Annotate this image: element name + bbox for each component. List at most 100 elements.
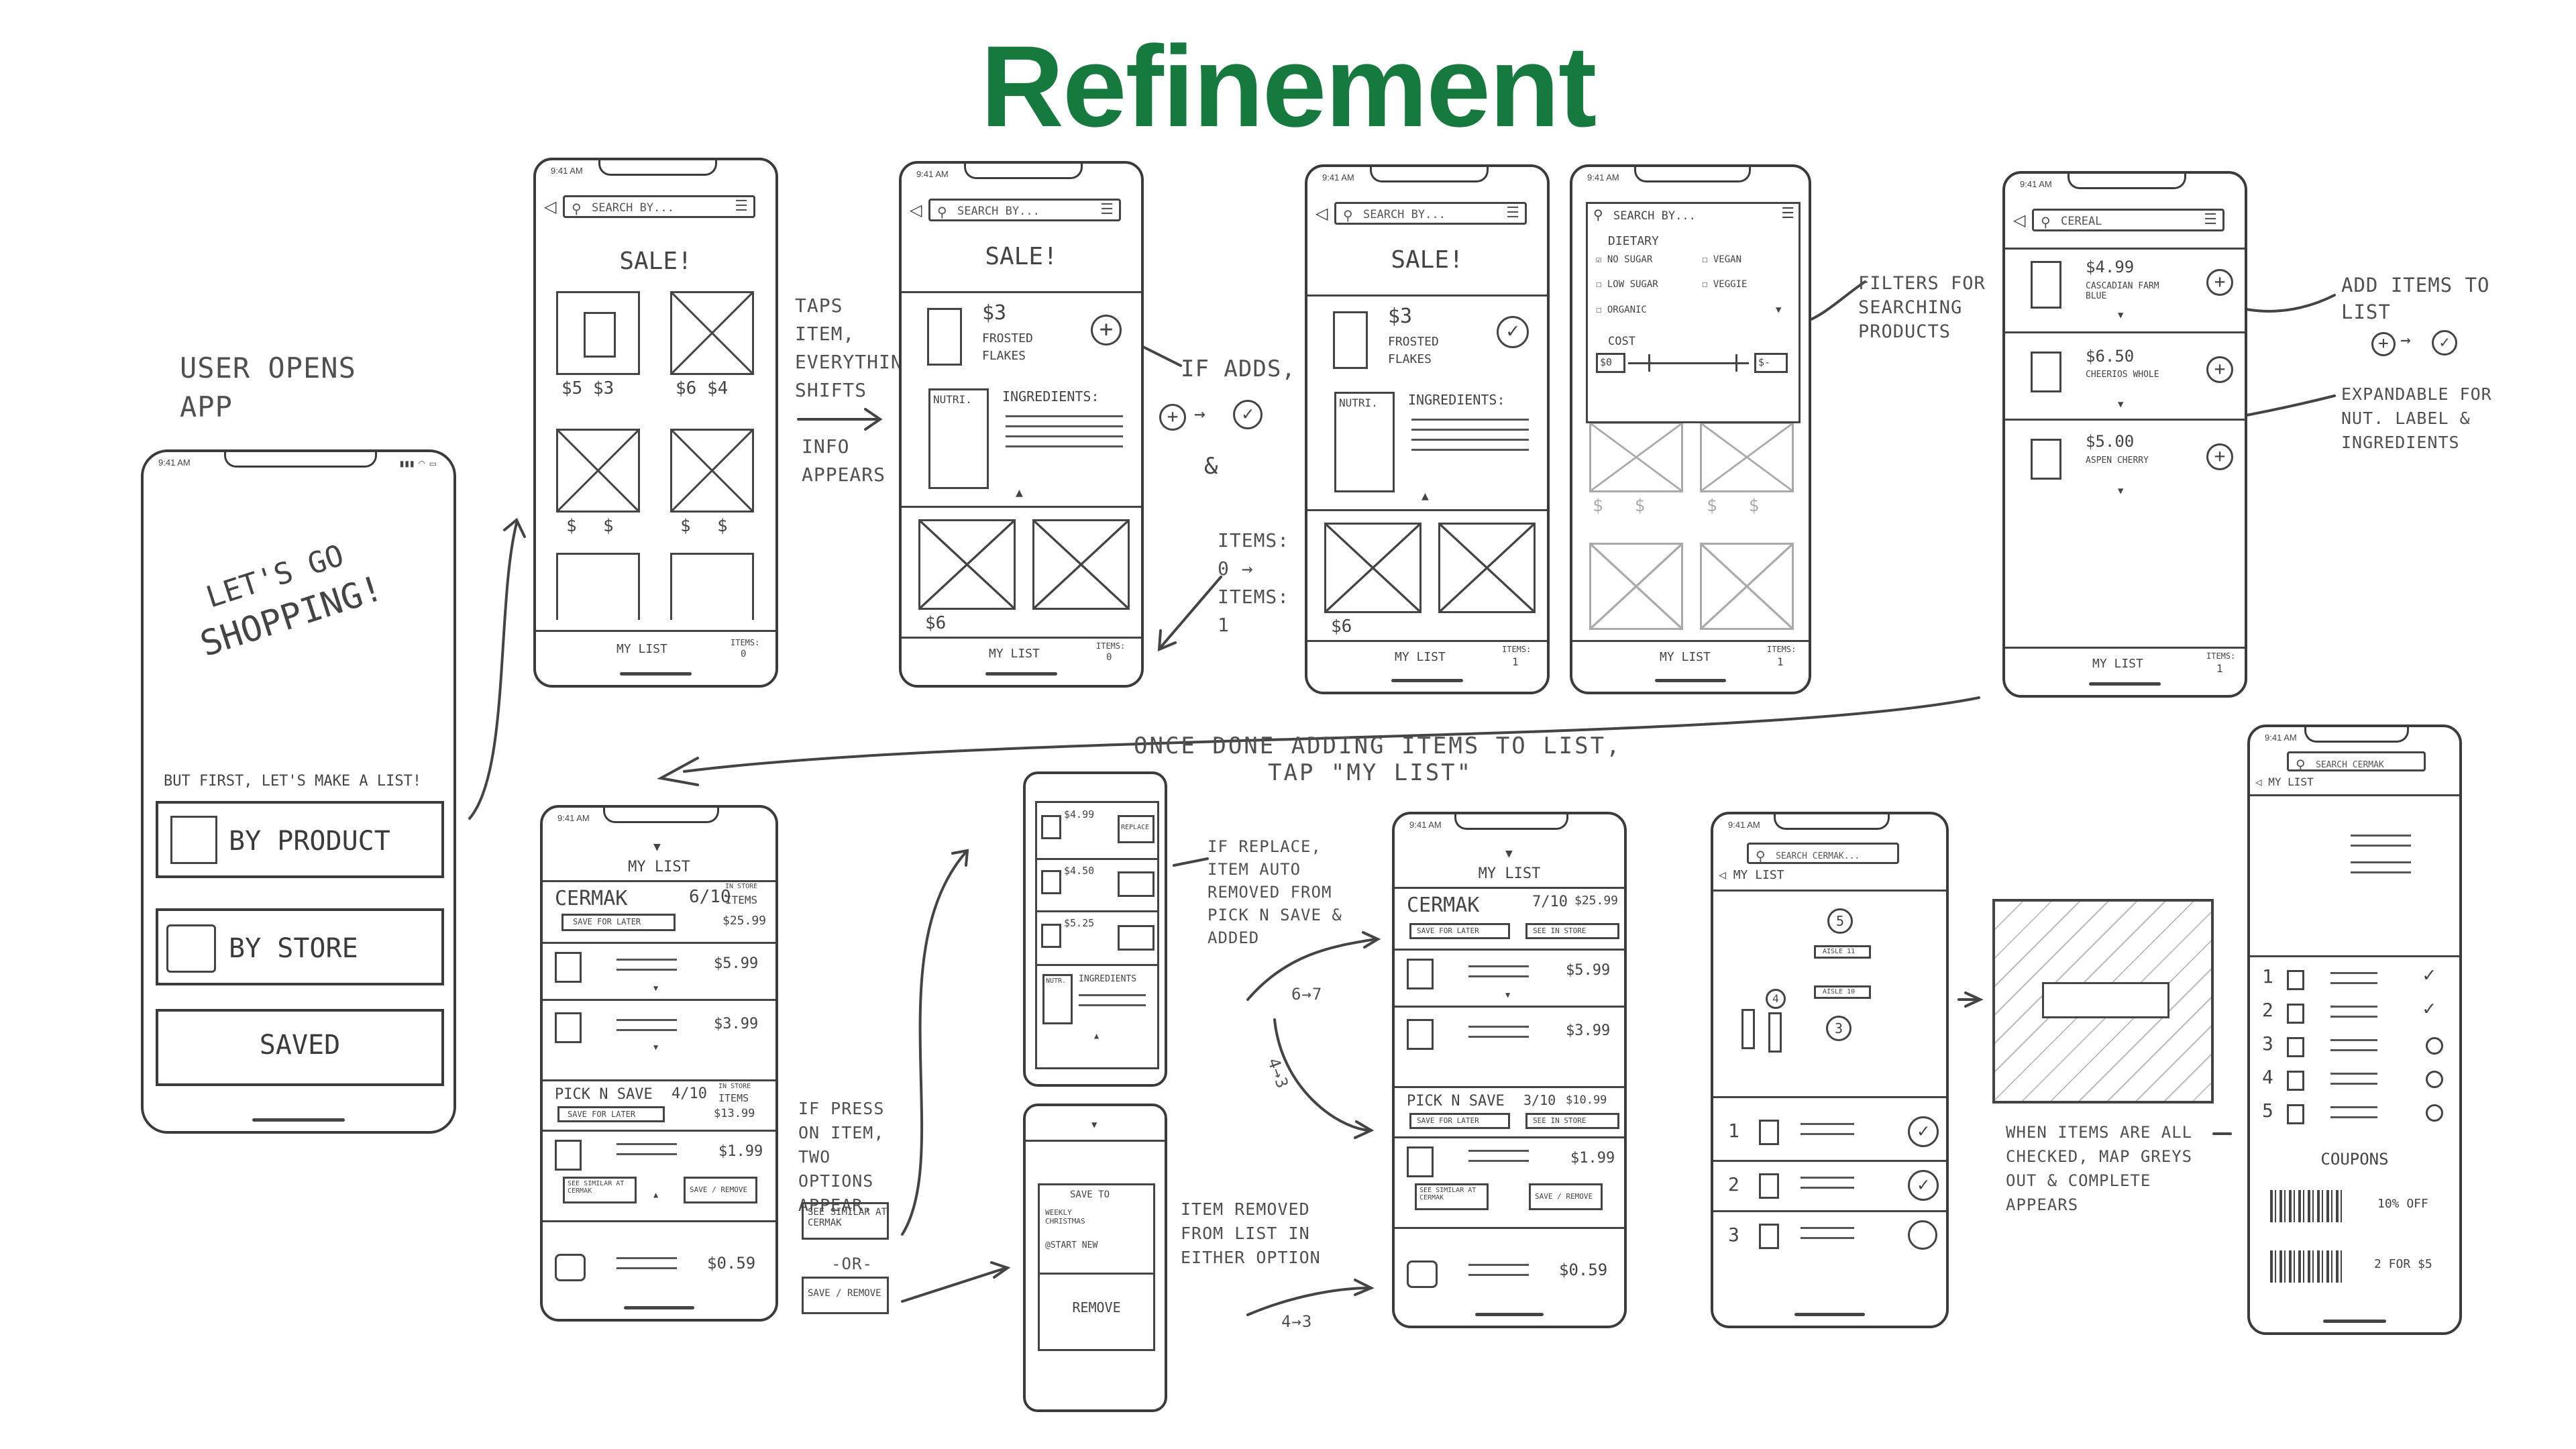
add-circle-icon[interactable]: + xyxy=(2206,443,2233,470)
item-price: $1.99 xyxy=(718,1143,763,1160)
slider-handle[interactable] xyxy=(1735,354,1737,372)
back-arrow-icon[interactable]: ◁ xyxy=(544,197,557,216)
check-circle-icon[interactable]: ✓ xyxy=(1497,316,1529,348)
chevron-down-icon[interactable]: ▼ xyxy=(1091,1120,1097,1130)
unchecked-circle-icon[interactable] xyxy=(2426,1104,2443,1122)
check-icon[interactable]: ✓ xyxy=(2423,963,2436,987)
see-in-store-button[interactable]: See in store xyxy=(1525,1113,1619,1129)
nutrition-label[interactable]: Nutri. xyxy=(928,388,989,489)
slider-handle[interactable] xyxy=(1648,354,1650,372)
search-input[interactable]: ⚲Search by...☰ xyxy=(928,199,1121,221)
map-pin[interactable]: 3 xyxy=(1826,1016,1851,1041)
chevron-up-icon[interactable]: ▲ xyxy=(1421,489,1429,503)
map-pin[interactable]: 4 xyxy=(1766,989,1786,1009)
save-remove-button[interactable]: Save / Remove xyxy=(684,1177,757,1203)
item-price: $0.59 xyxy=(1559,1260,1608,1279)
cost-max-field[interactable]: $- xyxy=(1754,353,1788,373)
checkbox-low-sugar[interactable]: ☐ Low sugar xyxy=(1596,279,1658,290)
checkbox-no-sugar[interactable]: ☑ No sugar xyxy=(1596,254,1653,265)
add-circle-icon[interactable]: + xyxy=(2206,269,2233,296)
note-if-press: If press on item, two options appear. xyxy=(798,1099,885,1215)
chevron-down-icon[interactable]: ▼ xyxy=(2118,310,2124,321)
checkbox-veggie[interactable]: ☐ Veggie xyxy=(1702,279,1748,290)
checkbox-vegan[interactable]: ☐ Vegan xyxy=(1702,254,1742,265)
see-similar-button[interactable]: See similar at Cermak xyxy=(802,1202,889,1240)
save-for-later-button[interactable]: Save for later xyxy=(1409,923,1510,939)
search-input[interactable]: ⚲Search by...☰ xyxy=(563,195,755,218)
tab-my-list[interactable]: My List xyxy=(2092,657,2143,671)
search-input[interactable]: ⚲Search by...☰ xyxy=(1334,202,1527,225)
add-circle-icon[interactable]: + xyxy=(1091,315,1122,345)
save-for-later-button[interactable]: Save for later xyxy=(561,914,676,931)
chevron-down-icon[interactable]: ▼ xyxy=(653,1042,659,1052)
back-to-list[interactable]: ◁ My List xyxy=(1719,868,1784,882)
see-in-store-button[interactable]: See in store xyxy=(1525,923,1619,939)
replace-button[interactable]: Replace xyxy=(1118,815,1155,843)
unchecked-circle-icon[interactable] xyxy=(2426,1071,2443,1088)
chevron-down-icon[interactable]: ▼ xyxy=(653,840,661,854)
chevron-down-icon[interactable]: ▼ xyxy=(1505,990,1511,1000)
back-arrow-icon[interactable]: ◁ xyxy=(2013,211,2026,229)
filter-icon[interactable]: ☰ xyxy=(1506,205,1519,221)
cost-slider[interactable] xyxy=(1628,362,1749,364)
tab-my-list[interactable]: My List xyxy=(1395,650,1446,664)
checkbox-organic[interactable]: ☐ Organic xyxy=(1596,305,1647,315)
remove-button[interactable]: Remove xyxy=(1072,1299,1121,1316)
product-tile[interactable] xyxy=(556,429,640,513)
product-tile[interactable] xyxy=(670,291,754,375)
chevron-up-icon[interactable]: ▲ xyxy=(1094,1031,1099,1040)
map-pin[interactable]: 5 xyxy=(1827,908,1853,934)
coupon-value[interactable]: 2 for $5 xyxy=(2374,1257,2432,1271)
tab-my-list[interactable]: My List xyxy=(1660,650,1711,664)
see-similar-button[interactable]: See similar at Cermak xyxy=(563,1177,637,1203)
search-input[interactable]: ⚲Search Cermak... xyxy=(1747,843,1899,864)
save-remove-button[interactable]: Save / Remove xyxy=(802,1277,889,1314)
tab-my-list[interactable]: My List xyxy=(989,647,1040,661)
by-product-button[interactable]: By Product xyxy=(156,801,444,878)
save-remove-button[interactable]: Save / Remove xyxy=(1529,1183,1603,1210)
check-circle-icon[interactable]: ✓ xyxy=(1908,1170,1939,1201)
save-for-later-button[interactable]: Save for later xyxy=(557,1106,665,1122)
add-circle-icon[interactable]: + xyxy=(2206,356,2233,383)
filter-icon[interactable]: ☰ xyxy=(735,198,748,215)
chevron-down-icon[interactable]: ▼ xyxy=(1776,305,1782,315)
see-similar-button[interactable]: See similar at Cermak xyxy=(1415,1183,1489,1210)
unchecked-circle-icon[interactable] xyxy=(2426,1037,2443,1055)
filter-icon[interactable]: ☰ xyxy=(1781,205,1794,222)
chevron-down-icon[interactable]: ▼ xyxy=(653,983,659,993)
filter-panel: ⚲ Search by... ☰ Dietary ☑ No sugar ☐ Ve… xyxy=(1586,202,1801,423)
weekly-list-option[interactable]: Weekly Christmas xyxy=(1045,1208,1085,1226)
product-tile[interactable] xyxy=(1438,523,1536,613)
start-new-option[interactable]: @Start new xyxy=(1045,1240,1098,1250)
product-tile[interactable] xyxy=(1324,523,1421,613)
check-icon[interactable]: ✓ xyxy=(2423,997,2436,1020)
chevron-down-icon[interactable]: ▼ xyxy=(2118,486,2124,496)
saved-button[interactable]: Saved xyxy=(156,1009,444,1086)
unchecked-circle-icon[interactable] xyxy=(1908,1220,1937,1250)
chevron-up-icon[interactable]: ▲ xyxy=(1016,486,1023,500)
back-arrow-icon[interactable]: ◁ xyxy=(1316,204,1328,223)
cost-min-field[interactable]: $0 xyxy=(1596,353,1625,373)
product-tile[interactable] xyxy=(1032,519,1130,610)
coupon-value[interactable]: 10% off xyxy=(2377,1197,2428,1211)
back-to-list[interactable]: ◁ My List xyxy=(2255,775,2314,788)
nutrition-label[interactable]: Nutr. xyxy=(1042,974,1073,1024)
complete-badge[interactable] xyxy=(2042,982,2169,1018)
product-tile[interactable] xyxy=(670,429,754,513)
price-symbol: $ xyxy=(566,516,577,536)
check-circle-icon[interactable]: ✓ xyxy=(1908,1116,1939,1147)
product-tile[interactable] xyxy=(918,519,1016,610)
save-for-later-button[interactable]: Save for later xyxy=(1409,1113,1510,1129)
search-input[interactable]: ⚲Cereal☰ xyxy=(2032,209,2224,231)
chevron-up-icon[interactable]: ▲ xyxy=(653,1190,659,1199)
product-tile[interactable] xyxy=(556,291,640,375)
chevron-down-icon[interactable]: ▼ xyxy=(2118,399,2124,410)
back-arrow-icon[interactable]: ◁ xyxy=(910,201,922,219)
filter-icon[interactable]: ☰ xyxy=(2204,211,2217,228)
search-input[interactable]: ⚲Search Cermak xyxy=(2287,751,2426,773)
filter-icon[interactable]: ☰ xyxy=(1100,201,1114,218)
by-store-button[interactable]: By Store xyxy=(156,908,444,985)
nutrition-label[interactable]: Nutri. xyxy=(1334,392,1395,492)
tab-my-list[interactable]: My List xyxy=(616,642,667,656)
chevron-down-icon[interactable]: ▼ xyxy=(1505,847,1513,861)
